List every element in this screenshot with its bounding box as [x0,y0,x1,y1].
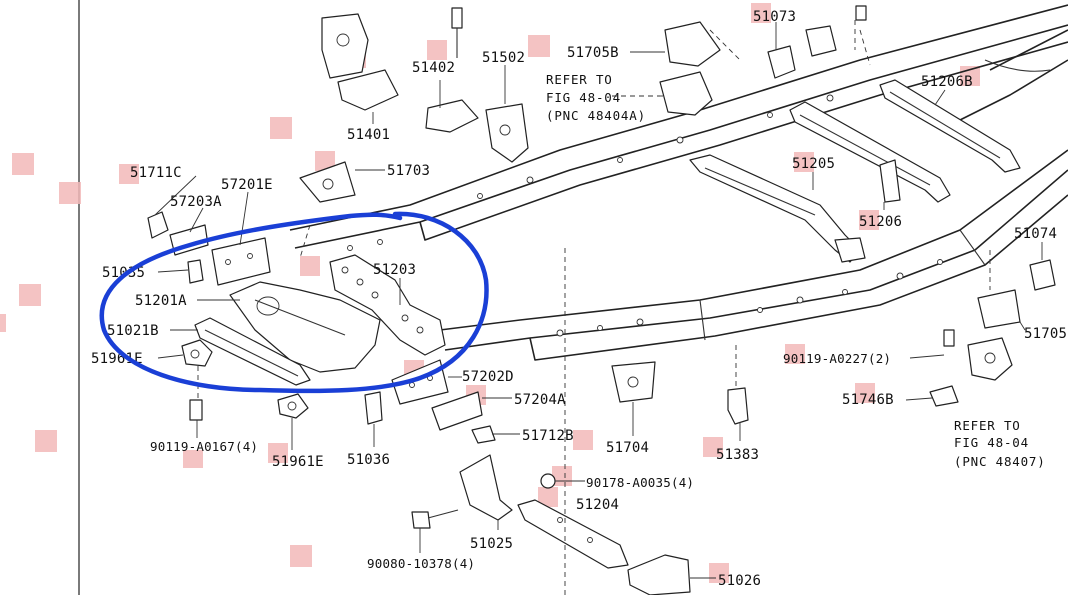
callout-51074: 51074 [1014,226,1057,242]
dashed-lines [197,20,991,595]
callout-90119-a0167: 90119-A0167(4) [150,439,258,454]
mount-51961e-left [181,339,213,367]
callout-90119-a0227: 90119-A0227(2) [783,351,891,366]
annotation-circle [99,211,489,394]
crossmember-51205 [689,154,866,263]
callout-51201a: 51201A [135,293,187,309]
callout-51704: 51704 [606,440,649,456]
callout-51206: 51206 [859,214,902,230]
callout-51961e-bottom: 51961E [272,454,324,470]
clip-51711c [147,211,169,239]
callout-51026: 51026 [718,573,761,589]
callout-51036: 51036 [347,452,390,468]
bracket-51402 [425,99,479,133]
bracket-51025 [459,454,513,521]
callout-51711c: 51711C [130,165,182,181]
callout-57202d: 57202D [462,369,514,385]
mount-48407 [967,337,1013,381]
bolt-90119-a0167 [189,399,203,421]
callout-90178-a0035: 90178-A0035(4) [586,475,694,490]
callout-51712b: 51712B [522,428,574,444]
bolt-90119-a0227 [943,329,955,347]
reference-note-48407: REFER TO FIG 48-04 (PNC 48407) [954,418,1046,469]
ref1-line1: REFER TO [546,72,613,87]
bracket-51035 [187,259,204,284]
bracket-51703 [299,161,356,203]
callout-51703: 51703 [387,163,430,179]
bracket-51704 [611,361,656,403]
callout-51206b: 51206B [921,74,973,90]
ref2-line2: FIG 48-04 [954,435,1029,450]
ref2-line3: (PNC 48407) [954,454,1046,469]
bracket-51746b [929,385,959,407]
mount-top-left [321,13,369,79]
crossmember-51206 [789,101,951,203]
mount-51961e-bottom [277,393,309,419]
frame-holes [347,94,943,337]
crossmember-51204 [517,499,629,569]
callout-51401: 51401 [347,127,390,143]
bolt-top [451,7,463,58]
bracket-51026 [627,554,691,595]
callout-51203: 51203 [373,262,416,278]
callout-57203a: 57203A [170,194,222,210]
ref2-line1: REFER TO [954,418,1021,433]
callout-51502: 51502 [482,50,525,66]
callout-90080-10378: 90080-10378(4) [367,556,475,571]
callout-57204a: 57204A [514,392,566,408]
callout-51746b: 51746B [842,392,894,408]
callout-51402: 51402 [412,60,455,76]
callout-51205: 51205 [792,156,835,172]
bracket-51073 [767,25,837,79]
bracket-51705b [664,21,721,67]
callout-51073: 51073 [753,9,796,25]
reference-note-48404a: REFER TO FIG 48-04 (PNC 48404A) [546,72,646,123]
bracket-51021b [194,317,311,386]
front-crossmember-51201a [229,281,381,373]
bolt-top-right [855,5,867,21]
bracket-51705 [977,289,1021,329]
callout-51021b: 51021B [107,323,159,339]
clip-51712b [471,425,496,444]
bracket-51036 [364,391,383,425]
leader-lines [154,22,1043,579]
ref1-line2: FIG 48-04 [546,90,621,105]
bracket-51401 [337,69,399,111]
callout-51705: 51705 [1024,326,1067,342]
callout-57201e: 57201E [221,177,273,193]
mount-48404a [659,71,713,116]
crossmember-51203 [329,254,446,356]
chassis-frame [289,4,1068,361]
bolt-90080-10378 [411,509,459,529]
ref1-line3: (PNC 48404A) [546,108,646,123]
bracket-51502 [485,103,529,163]
callout-51705b: 51705B [567,45,619,61]
callout-labels: 51711C 57203A 57201E 51035 51201A 51021B… [91,9,1067,589]
callout-51204: 51204 [576,497,619,513]
bracket-57204a [431,391,483,431]
callout-51383: 51383 [716,447,759,463]
bracket-51383 [727,387,749,425]
callout-51025: 51025 [470,536,513,552]
crossmember-51206b [879,79,1021,173]
bolt-90178-a0035 [540,473,556,489]
bracket-57201e [211,237,271,286]
bracket-51074 [1029,259,1056,291]
callout-51961e-left: 51961E [91,351,143,367]
